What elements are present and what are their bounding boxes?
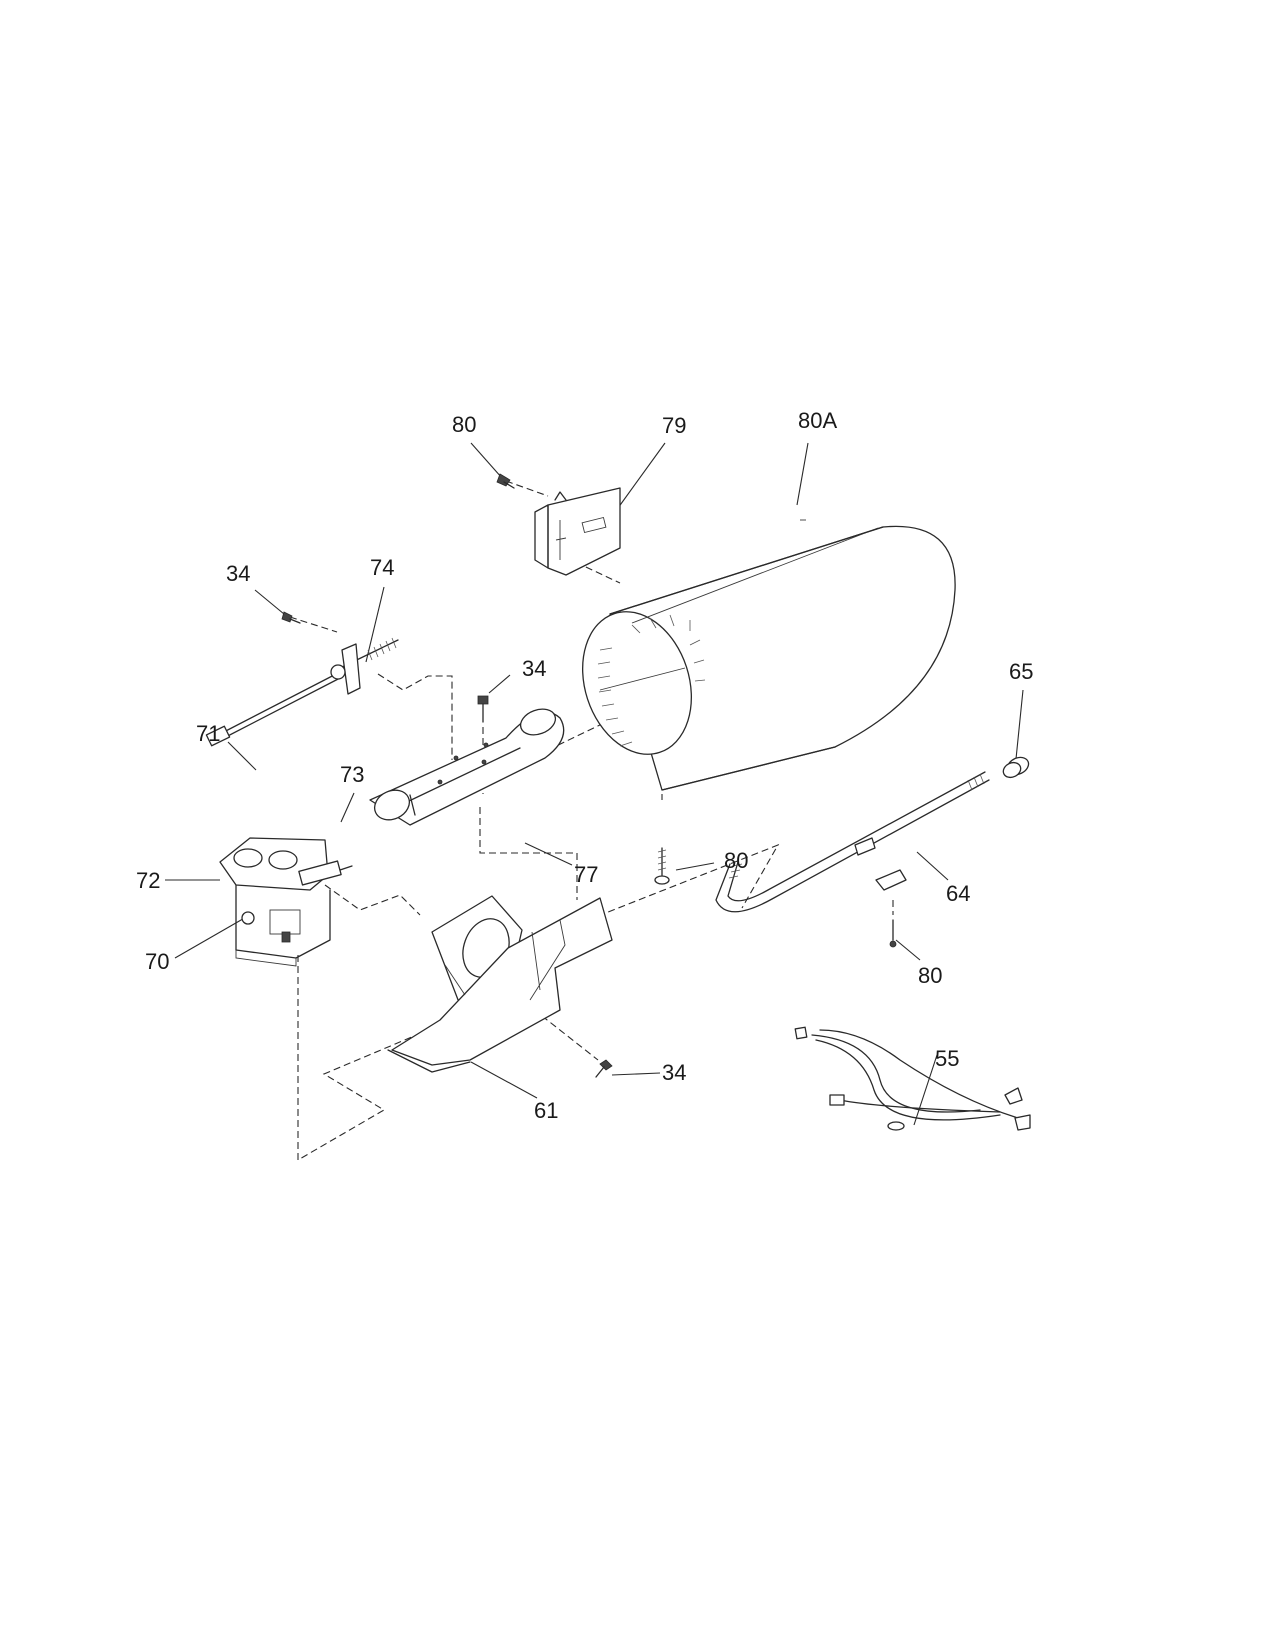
label-55: 55 (935, 1046, 959, 1071)
label-80-bottom: 80 (918, 963, 942, 988)
label-79: 79 (662, 413, 686, 438)
bracket-79 (534, 487, 621, 576)
screw-34-mid (477, 695, 489, 723)
label-65: 65 (1009, 659, 1033, 684)
label-80-top: 80 (452, 412, 476, 437)
label-34-mid: 34 (522, 656, 546, 681)
flame-sensor-74 (205, 637, 399, 747)
label-77: 77 (574, 862, 598, 887)
screw-34-bottom (595, 1059, 613, 1078)
gas-valve-assembly (219, 837, 353, 967)
label-61: 61 (534, 1098, 558, 1123)
cap-65 (1002, 756, 1030, 779)
screw-34-top (281, 611, 301, 624)
label-70: 70 (145, 949, 169, 974)
label-34-bottom: 34 (662, 1060, 686, 1085)
screw-80-drum (654, 847, 670, 885)
drum-80a (581, 519, 956, 791)
label-34-top: 34 (226, 561, 250, 586)
label-71: 71 (196, 721, 220, 746)
label-80a: 80A (798, 408, 837, 433)
leader-lines (165, 442, 1024, 1126)
wire-harness-55 (794, 1026, 1031, 1131)
label-73: 73 (340, 762, 364, 787)
label-80-mid: 80 (724, 848, 748, 873)
label-72: 72 (136, 868, 160, 893)
screw-80-top (496, 473, 515, 489)
gas-pipe-64 (715, 771, 990, 913)
label-64: 64 (946, 881, 970, 906)
screw-80-pipe (889, 919, 897, 948)
label-74: 74 (370, 555, 394, 580)
part-labels: 80 79 80A 34 74 34 65 71 73 80 77 72 64 … (136, 408, 1033, 1123)
burner-tube-77 (369, 708, 565, 826)
burner-bracket-61 (387, 895, 613, 1073)
